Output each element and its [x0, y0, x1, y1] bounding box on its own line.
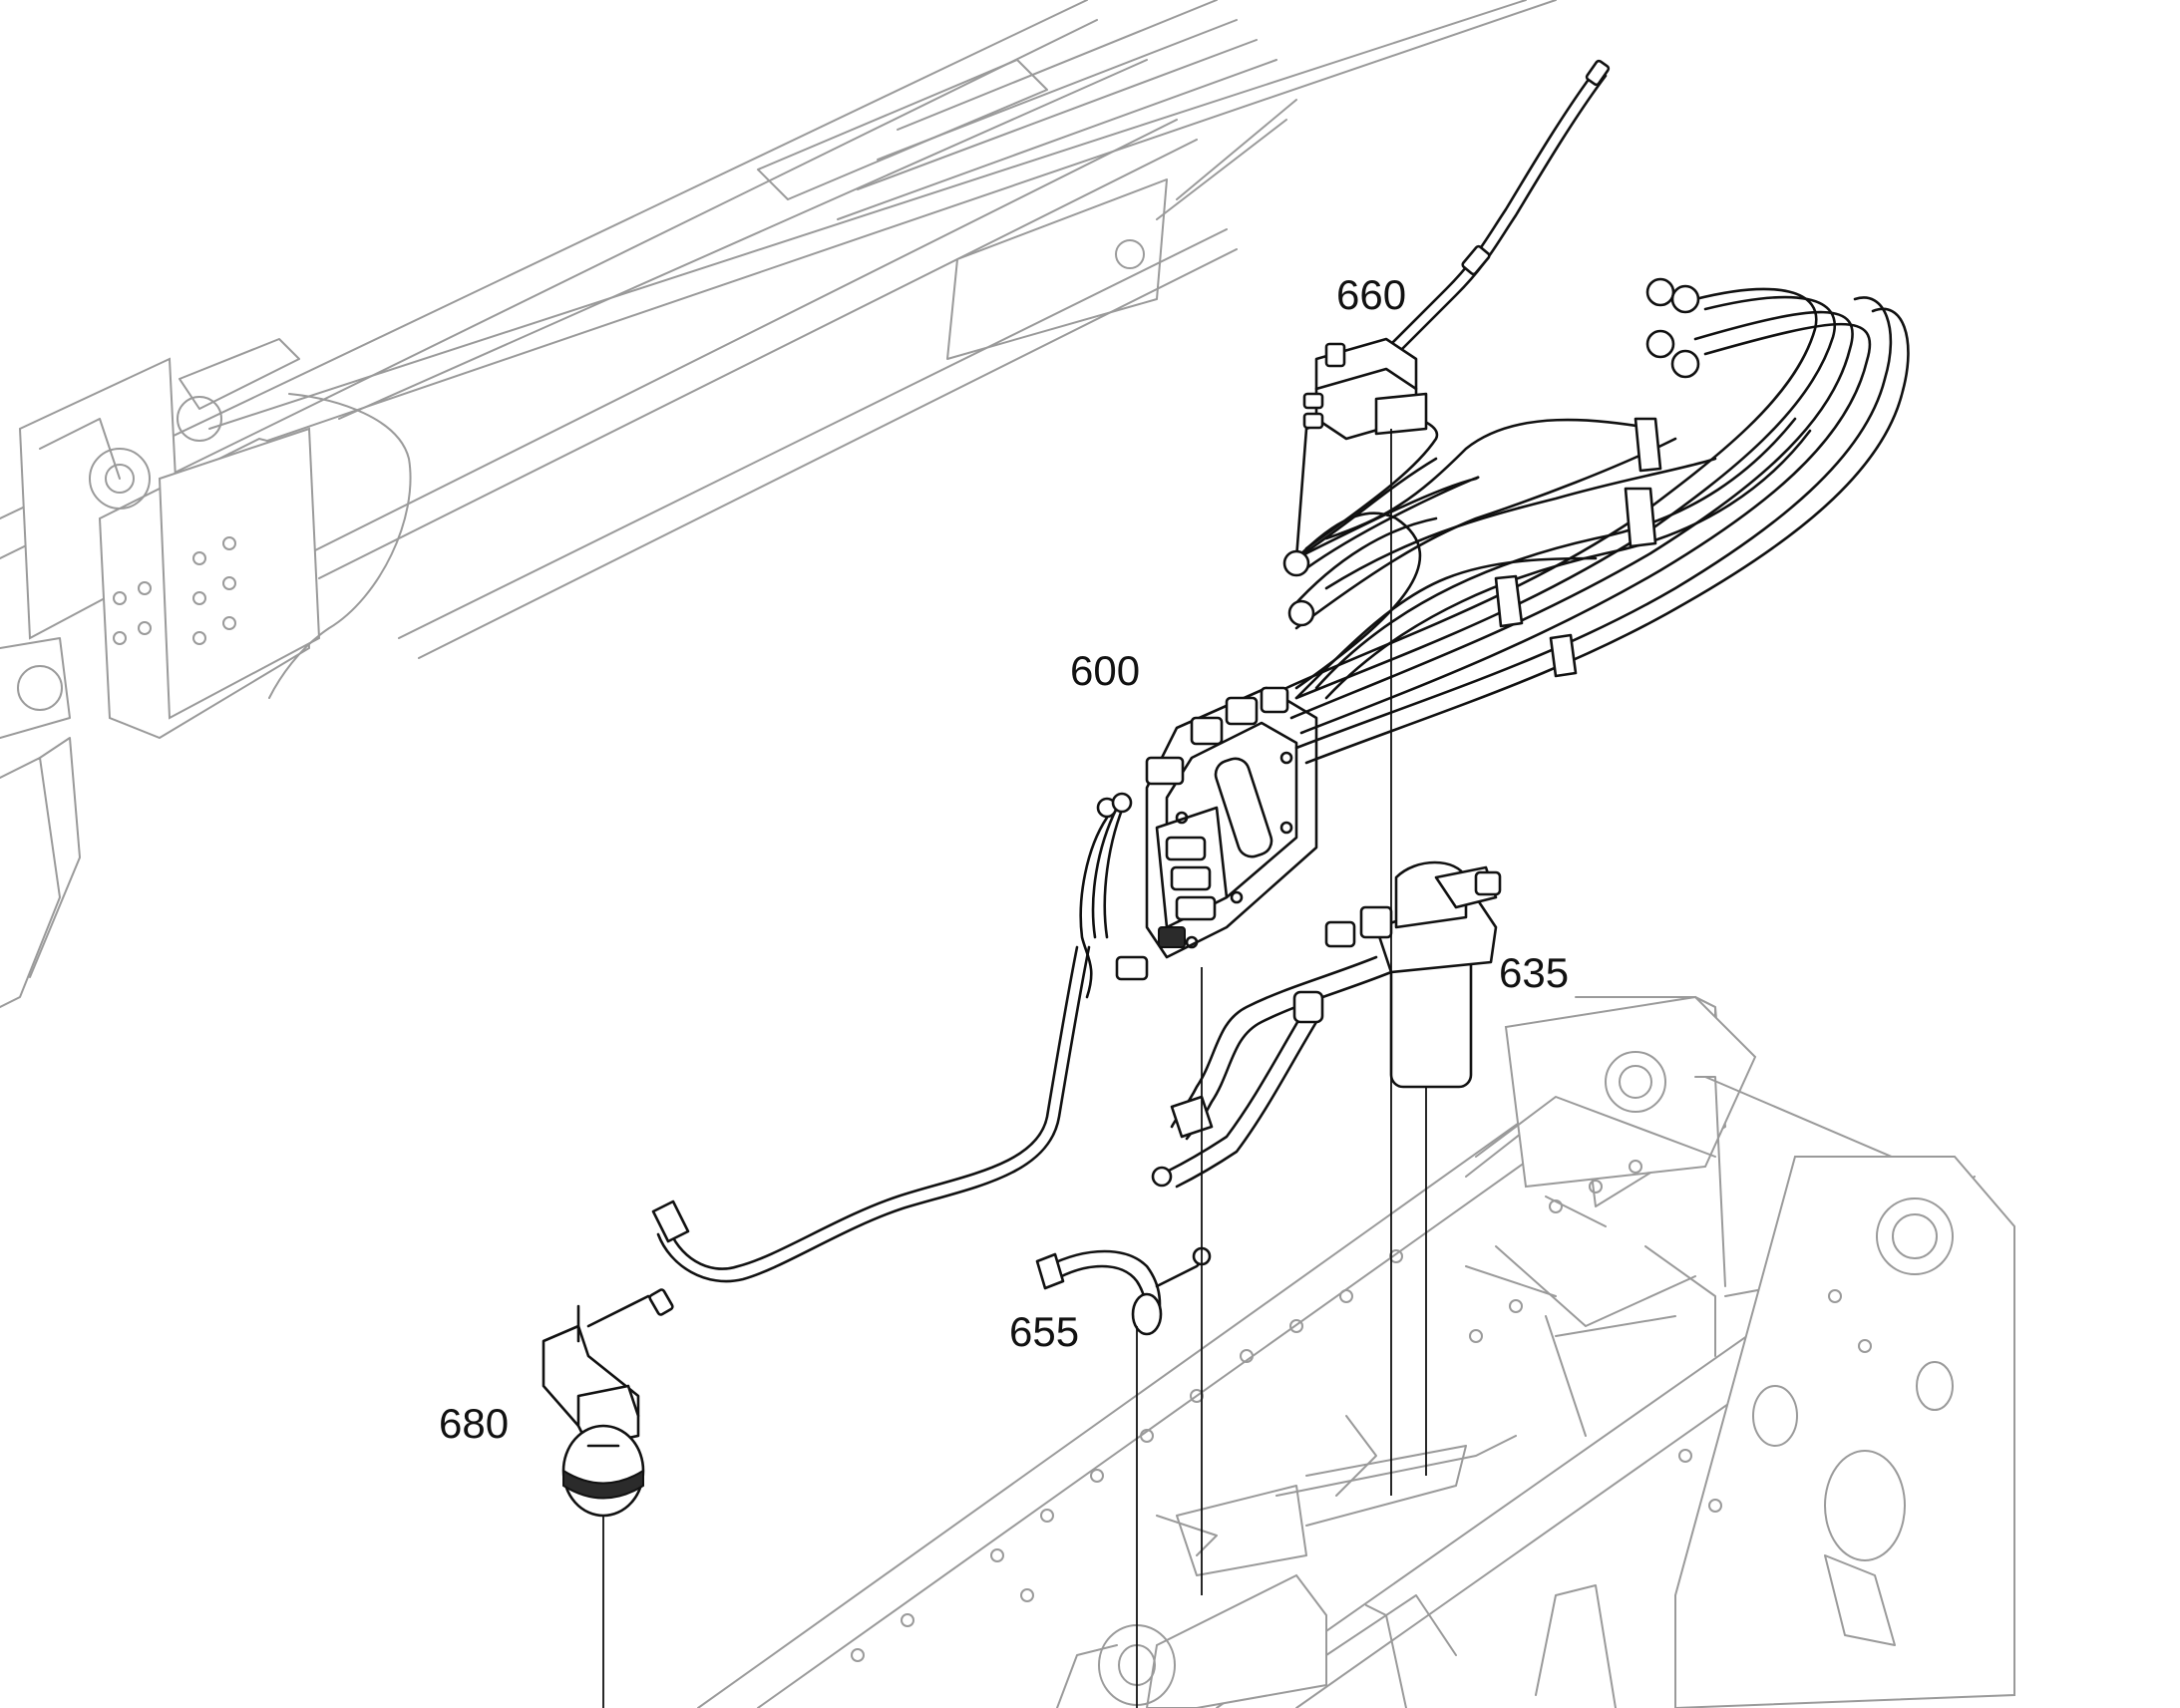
callout-600: 600 [1070, 647, 1140, 694]
callout-labels: 600 635 655 660 680 [439, 271, 1569, 1447]
part-655-hose [1035, 1246, 1212, 1336]
leader-lines [602, 429, 1427, 1708]
chassis-frame-outline [697, 995, 2015, 1708]
callout-655: 655 [1009, 1308, 1079, 1355]
boom-arm-outline [0, 0, 1557, 659]
plate-bolts [1175, 751, 1293, 949]
valve-spools [1115, 686, 1289, 981]
part-680-accumulator [542, 1288, 674, 1518]
callout-680: 680 [439, 1400, 509, 1447]
chassis-holes [851, 1160, 1872, 1662]
part-660-manifold [1302, 59, 1611, 441]
hose-fittings-upper-right [1645, 277, 1700, 379]
boom-side-hose [268, 393, 412, 699]
plate-holes [113, 536, 236, 645]
part-635-filter-assembly [1151, 860, 1502, 1189]
part-600-valve-assembly [651, 277, 1910, 1283]
callout-635: 635 [1499, 949, 1569, 996]
boom-mount-plates [0, 338, 321, 1008]
callout-660: 660 [1336, 271, 1406, 318]
